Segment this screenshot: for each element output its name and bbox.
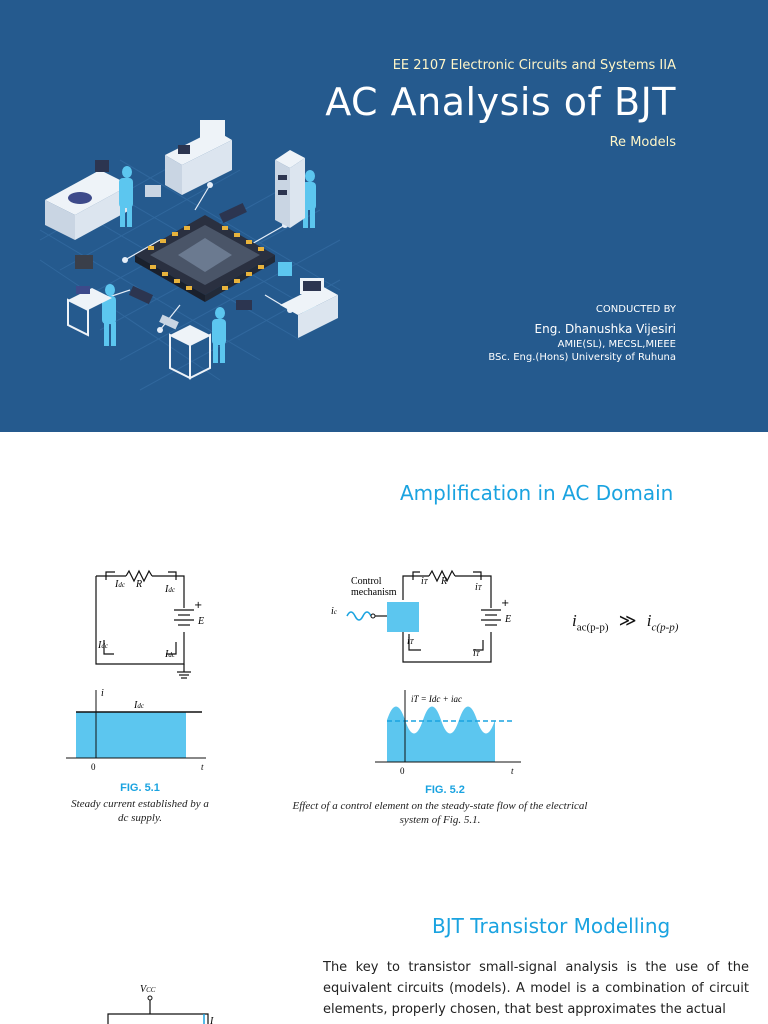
control-mechanism-block bbox=[387, 602, 419, 632]
fig51-e-label: E bbox=[197, 616, 204, 627]
amplification-equation: iac(p-p) ≫ ic(p-p) bbox=[572, 611, 679, 634]
fig52-label: FIG. 5.2 bbox=[425, 784, 465, 796]
workstation-icon bbox=[165, 120, 232, 195]
fig52-caption-2: system of Fig. 5.1. bbox=[399, 814, 481, 826]
title-slide: EE 2107 Electronic Circuits and Systems … bbox=[0, 0, 768, 432]
svg-text:iT: iT bbox=[473, 648, 481, 659]
ic-label: I bbox=[209, 1016, 214, 1024]
slide-subtitle: Re Models bbox=[609, 135, 676, 150]
fig52-waveform: iT = Idc + iac 0 t bbox=[375, 690, 521, 776]
svg-text:VCC: VCC bbox=[140, 984, 156, 995]
svg-text:+: + bbox=[501, 598, 509, 609]
amplification-title: Amplification in AC Domain bbox=[400, 481, 674, 505]
workstation-icon bbox=[67, 286, 112, 337]
vcc-label: V bbox=[140, 984, 148, 995]
fig52-zero: 0 bbox=[400, 766, 405, 776]
workstation-icon bbox=[45, 160, 130, 240]
author-degree: BSc. Eng.(Hons) University of Ruhuna bbox=[488, 352, 676, 363]
fig52-e-label: E bbox=[504, 614, 511, 625]
svg-text:iT: iT bbox=[407, 636, 415, 647]
fig51-idc-top: I bbox=[114, 579, 119, 590]
resistor-icon bbox=[428, 569, 456, 583]
fig52-t-axis: t bbox=[511, 766, 514, 776]
svg-text:iT: iT bbox=[421, 576, 429, 587]
fig51-zero: 0 bbox=[91, 762, 96, 772]
fig52-circuit: Control mechanism ic iT R iT + E iT iT bbox=[331, 569, 511, 663]
fig52-ic-label: i bbox=[331, 606, 334, 617]
server-rack-icon bbox=[275, 150, 305, 228]
signal-source-icon bbox=[346, 611, 372, 621]
svg-text:Idc: Idc bbox=[133, 700, 145, 711]
fig52-control-1: Control bbox=[351, 576, 382, 587]
svg-text:+: + bbox=[194, 600, 202, 611]
svg-text:Idc: Idc bbox=[114, 579, 126, 590]
fig51-caption-2: dc supply. bbox=[118, 812, 162, 824]
course-code: EE 2107 Electronic Circuits and Systems … bbox=[392, 58, 676, 73]
slide-title: AC Analysis of BJT bbox=[325, 80, 676, 124]
fig51-circuit: Idc R Idc E + Idc Idc bbox=[95, 569, 204, 679]
fig51-waveform: i Idc 0 t bbox=[66, 688, 206, 772]
fig51-t-axis: t bbox=[201, 762, 204, 772]
component-icons bbox=[75, 185, 292, 330]
bjt-modelling-title: BJT Transistor Modelling bbox=[432, 914, 671, 938]
fig52-caption-1: Effect of a control element on the stead… bbox=[292, 800, 588, 812]
resistor-icon bbox=[125, 569, 153, 583]
chip-icon bbox=[135, 215, 275, 302]
electronics-illustration-icon bbox=[39, 120, 341, 391]
bjt-circuit-fragment: VCC I bbox=[107, 984, 214, 1024]
svg-text:ic: ic bbox=[331, 606, 338, 617]
svg-text:Idc: Idc bbox=[164, 584, 176, 595]
fig51-r-label: R bbox=[135, 579, 142, 590]
fig52-control-2: mechanism bbox=[351, 587, 397, 598]
fig51-label: FIG. 5.1 bbox=[120, 782, 160, 794]
conducted-by-label: CONDUCTED BY bbox=[595, 304, 676, 315]
fig52-r-label: R bbox=[440, 576, 447, 587]
workstation-icon bbox=[280, 278, 338, 338]
author-name: Eng. Dhanushka Vijesiri bbox=[534, 322, 676, 336]
author-credentials: AMIE(SL), MECSL,MIEEE bbox=[557, 339, 676, 350]
fig51-caption-1: Steady current established by a bbox=[71, 798, 209, 810]
svg-text:Idc: Idc bbox=[164, 649, 176, 660]
fig51-i-axis: i bbox=[101, 688, 104, 699]
svg-text:Idc: Idc bbox=[97, 640, 109, 651]
fig52-wave-eq: iT = Idc + iac bbox=[411, 694, 462, 704]
svg-text:iT: iT bbox=[475, 582, 483, 593]
workstation-icon bbox=[169, 325, 211, 380]
bjt-modelling-body: The key to transistor small-signal analy… bbox=[323, 960, 749, 1017]
